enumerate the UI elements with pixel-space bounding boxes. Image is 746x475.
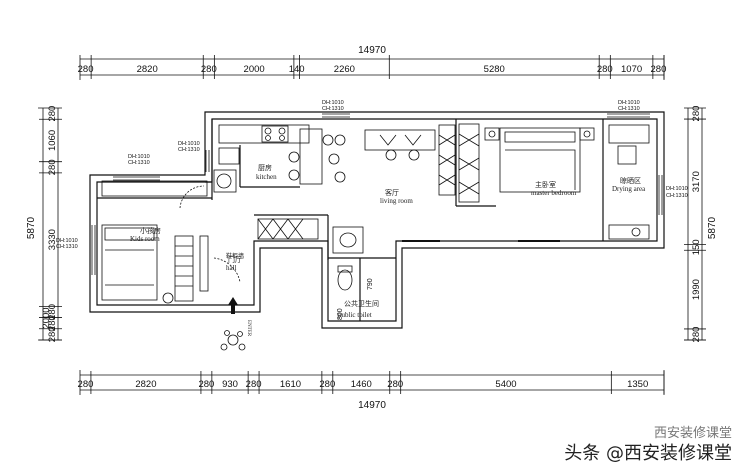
entry-label: ENTER [246, 320, 251, 337]
shoe-wall-label: 鞋柜墙 [226, 252, 244, 260]
living-label-en: living room [380, 197, 413, 205]
dimension-segment-label: 5280 [484, 64, 505, 75]
person-icon [220, 330, 246, 351]
dimension-segment-label: 1610 [280, 379, 301, 390]
right-total-dimension: 5870 [707, 216, 718, 239]
window-note-kitchen-ch: CH:1310 [178, 147, 200, 153]
left-total-dimension: 5870 [26, 216, 37, 239]
window-note-living-ch: CH:1310 [322, 106, 344, 112]
toilet-dim-790: 790 [367, 278, 374, 290]
dimension-segment-label: 1350 [627, 379, 648, 390]
dimension-segment-label: 5400 [495, 379, 516, 390]
dimension-segment-label: 280 [78, 64, 94, 75]
window-note-drying-top-ch: CH:1310 [618, 106, 640, 112]
window-note-kids-left-ch: CH:1310 [56, 244, 78, 250]
top-total-dimension: 14970 [358, 45, 386, 56]
left-small-dimension: 2000 [41, 307, 52, 328]
dimension-segment-label: 280 [47, 304, 58, 320]
top-dimension-chain [79, 55, 665, 80]
kitchen-counter [213, 124, 310, 193]
dimension-segment-label: 2260 [334, 64, 355, 75]
dimension-segment-label: 3330 [47, 229, 58, 250]
kids-label-en: Kids room [130, 235, 160, 243]
walls [89, 111, 665, 329]
window-note-drying-right-dh: DH:1010 [666, 186, 688, 192]
dimension-segment-label: 280 [387, 379, 403, 390]
dimension-segment-label: 280 [651, 64, 667, 75]
window-note-drying-right-ch: CH:1310 [666, 193, 688, 199]
entry-arrow-icon [228, 297, 238, 314]
kitchen-label-cn: 厨房 [258, 163, 272, 172]
faded-watermark: 西安装修课堂 [653, 426, 732, 441]
window-note-kids-left-dh: DH:1010 [56, 238, 78, 244]
dimension-segment-label: 280 [597, 64, 613, 75]
dimension-segment-label: 280 [691, 106, 702, 122]
drying-desk [608, 124, 650, 240]
dimension-segment-label: 280 [201, 64, 217, 75]
kitchen-label-en: kitchen [256, 173, 277, 181]
master-label-cn: 主卧室 [535, 180, 556, 189]
top-segment-labels: 280 2820 280 2000 140 2260 5280 280 1070 280 [78, 64, 667, 75]
master-bed [484, 127, 595, 193]
window-note-kids-top-dh: DH:1010 [128, 154, 150, 160]
dimension-segment-label: 280 [47, 159, 58, 175]
drying-label-cn: 晾晒区 [620, 176, 641, 185]
window-note-kids-top-ch: CH:1310 [128, 160, 150, 166]
hall-label-cn: 门厅 [228, 255, 242, 264]
window-note-kitchen-dh: DH:1010 [178, 141, 200, 147]
dimension-segment-label: 2820 [137, 64, 158, 75]
right-dimension-chain [684, 107, 706, 341]
dimension-segment-label: 1990 [691, 279, 702, 300]
toilet-label-cn: 公共卫生间 [344, 299, 379, 308]
watermark: 头条 @西安装修课堂 [560, 439, 736, 465]
window-note-drying-top-dh: DH:1010 [618, 100, 640, 106]
dimension-segment-label: 150 [691, 239, 702, 255]
dimension-segment-label: 1070 [621, 64, 642, 75]
left-dimension-chain [38, 107, 62, 341]
dimension-segment-label: 1060 [47, 130, 58, 151]
drying-label-en: Drying area [612, 185, 646, 193]
dimension-segment-label: 140 [289, 64, 305, 75]
right-segment-labels: 280 3170 150 1990 280 [691, 106, 702, 343]
window-note-living-dh: DH:1010 [322, 100, 344, 106]
bottom-segment-labels: 280 2820 280 930 280 1610 280 1460 280 5400 1350 [78, 379, 649, 390]
kids-furniture [101, 180, 208, 304]
bottom-total-dimension: 14970 [358, 400, 386, 411]
master-label-en: master bedroom [531, 189, 577, 197]
dimension-segment-label: 280 [47, 106, 58, 122]
toilet-dim-800: 800 [337, 308, 344, 320]
dining-table [288, 128, 346, 185]
doors [179, 185, 560, 283]
toilet-label-en: public toilet [338, 311, 372, 319]
kids-label-cn: 小孩房 [140, 226, 161, 235]
dimension-segment-label: 280 [47, 315, 58, 331]
dimension-segment-label: 1460 [351, 379, 372, 390]
sofa-chairs [364, 124, 456, 196]
dimension-segment-label: 930 [222, 379, 238, 390]
wardrobe-master [458, 123, 480, 203]
windows [91, 113, 663, 275]
toilet-fixtures [332, 226, 364, 291]
dimension-segment-label: 280 [78, 379, 94, 390]
dimension-segment-label: 2820 [135, 379, 156, 390]
hall-label-en: hall [226, 264, 237, 272]
dimension-segment-label: 280 [246, 379, 262, 390]
dimension-segment-label: 3170 [691, 171, 702, 192]
bottom-dimension-chain [79, 370, 665, 395]
living-label-cn: 客厅 [385, 188, 399, 197]
dimension-segment-label: 2000 [244, 64, 265, 75]
dimension-segment-label: 280 [319, 379, 335, 390]
dimension-segment-label: 280 [691, 327, 702, 343]
dimension-segment-label: 280 [47, 326, 58, 342]
dimension-segment-label: 280 [198, 379, 214, 390]
hall-cabinet [199, 218, 319, 292]
